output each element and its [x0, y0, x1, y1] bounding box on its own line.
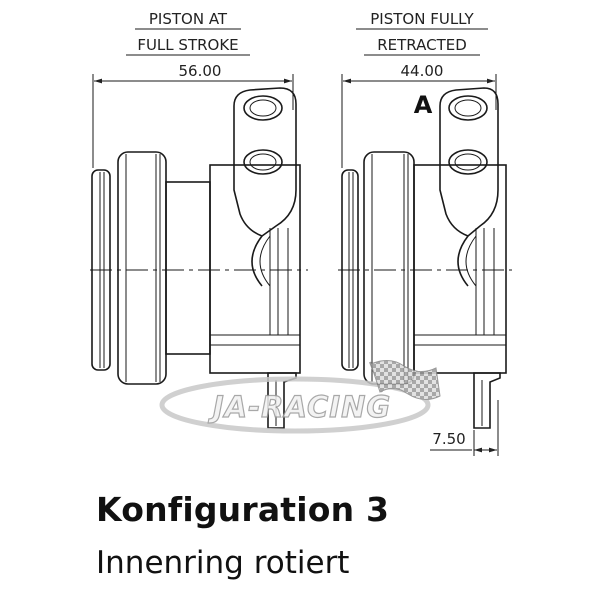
right-dimension-line — [341, 74, 497, 168]
small-dimension-text: 7.50 — [432, 430, 465, 448]
marker-a: A — [414, 91, 433, 119]
ja-racing-watermark: JA-RACING — [159, 360, 441, 434]
left-view-label-line2: FULL STROKE — [137, 36, 238, 54]
right-view-label-line1: PISTON FULLY — [370, 10, 474, 28]
watermark-text: JA-RACING — [208, 390, 391, 424]
checkered-flag-icon — [369, 360, 441, 400]
left-view-label-line1: PISTON AT — [149, 10, 228, 28]
right-view-label-line2: RETRACTED — [377, 36, 467, 54]
caption-subtitle: Innenring rotiert — [96, 545, 350, 581]
right-view: PISTON FULLY RETRACTED 44.00 A — [338, 10, 512, 456]
left-view: PISTON AT FULL STROKE 56.00 — [90, 10, 308, 429]
right-view-dimension-text: 44.00 — [401, 62, 444, 80]
left-view-dimension-text: 56.00 — [179, 62, 222, 80]
technical-drawing: PISTON AT FULL STROKE 56.00 — [90, 10, 512, 456]
caption-title: Konfiguration 3 — [96, 490, 390, 529]
small-dimension-line — [430, 400, 499, 456]
